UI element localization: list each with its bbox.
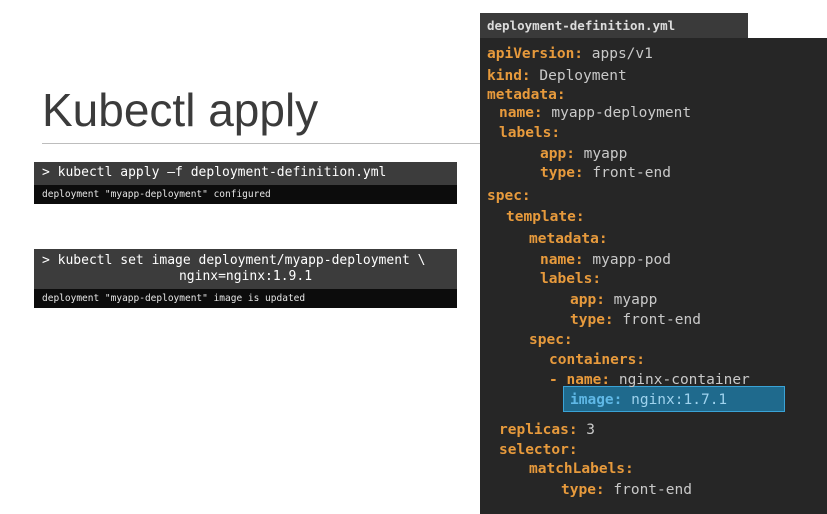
yaml-key: kind: bbox=[487, 68, 531, 84]
yaml-key: matchLabels: bbox=[529, 461, 634, 477]
yaml-line-name: name: myapp-deployment bbox=[499, 104, 691, 122]
yaml-value: nginx-container bbox=[610, 372, 750, 388]
terminal-apply: > kubectl apply –f deployment-definition… bbox=[34, 162, 457, 204]
yaml-key: metadata: bbox=[487, 87, 566, 103]
yaml-key: type: bbox=[540, 165, 584, 181]
yaml-key: app: bbox=[540, 146, 575, 162]
yaml-value: myapp bbox=[604, 292, 658, 308]
yaml-line-containers: containers: bbox=[549, 351, 645, 369]
code-panel bbox=[480, 38, 827, 514]
yaml-value: myapp-pod bbox=[583, 252, 671, 268]
yaml-line-container-name: - name: nginx-container bbox=[549, 371, 750, 389]
yaml-value: front-end bbox=[613, 312, 701, 328]
yaml-key: spec: bbox=[529, 332, 573, 348]
yaml-line-matchlabels: matchLabels: bbox=[529, 460, 634, 478]
yaml-line-apiversion: apiVersion: apps/v1 bbox=[487, 45, 653, 63]
terminal-output: deployment "myapp-deployment" image is u… bbox=[34, 289, 457, 308]
yaml-line-type: type: front-end bbox=[540, 164, 671, 182]
yaml-key: labels: bbox=[499, 125, 561, 141]
yaml-key: name: bbox=[540, 252, 584, 268]
yaml-line-name: name: myapp-pod bbox=[540, 251, 671, 269]
yaml-key: containers: bbox=[549, 352, 646, 368]
yaml-value: 3 bbox=[577, 422, 596, 438]
yaml-key: name: bbox=[499, 105, 543, 121]
yaml-value: Deployment bbox=[530, 68, 627, 84]
yaml-line-labels: labels: bbox=[540, 270, 601, 288]
yaml-line-type: type: front-end bbox=[561, 481, 692, 499]
yaml-line-metadata: metadata: bbox=[529, 230, 608, 248]
yaml-key: replicas: bbox=[499, 422, 578, 438]
yaml-line-kind: kind: Deployment bbox=[487, 67, 627, 85]
command-line-continued: nginx=nginx:1.9.1 bbox=[178, 269, 313, 284]
terminal-command: > kubectl apply –f deployment-definition… bbox=[34, 162, 457, 185]
yaml-value: myapp-deployment bbox=[542, 105, 692, 121]
yaml-line-app: app: myapp bbox=[540, 145, 627, 163]
yaml-key: apiVersion: bbox=[487, 46, 584, 62]
yaml-key: type: bbox=[561, 482, 605, 498]
yaml-line-labels: labels: bbox=[499, 124, 560, 142]
yaml-key: app: bbox=[570, 292, 605, 308]
yaml-key: - name: bbox=[549, 372, 611, 388]
terminal-set-image: > kubectl set image deployment/myapp-dep… bbox=[34, 249, 457, 308]
yaml-value: apps/v1 bbox=[583, 46, 653, 62]
yaml-key: type: bbox=[570, 312, 614, 328]
command-line: > kubectl apply –f deployment-definition… bbox=[42, 165, 387, 180]
yaml-line-type: type: front-end bbox=[570, 311, 701, 329]
yaml-key: spec: bbox=[487, 188, 531, 204]
yaml-key: image: bbox=[570, 392, 623, 408]
terminal-command: > kubectl set image deployment/myapp-dep… bbox=[34, 249, 457, 289]
yaml-line-replicas: replicas: 3 bbox=[499, 421, 595, 439]
yaml-value: front-end bbox=[604, 482, 692, 498]
file-name-tab: deployment-definition.yml bbox=[480, 13, 748, 38]
yaml-line-template: template: bbox=[506, 208, 585, 226]
yaml-line-selector: selector: bbox=[499, 441, 578, 459]
yaml-line-spec: spec: bbox=[529, 331, 573, 349]
yaml-key: labels: bbox=[540, 271, 602, 287]
title-divider bbox=[42, 143, 482, 144]
yaml-value: myapp bbox=[574, 146, 628, 162]
slide-title: Kubectl apply bbox=[42, 84, 319, 136]
command-line: > kubectl set image deployment/myapp-dep… bbox=[42, 253, 426, 268]
image-line-highlight bbox=[563, 386, 785, 412]
yaml-key: template: bbox=[506, 209, 585, 225]
yaml-line-metadata: metadata: bbox=[487, 86, 566, 104]
yaml-key: selector: bbox=[499, 442, 578, 458]
yaml-value: front-end bbox=[583, 165, 671, 181]
yaml-value: nginx:1.7.1 bbox=[622, 392, 728, 408]
terminal-output: deployment "myapp-deployment" configured bbox=[34, 185, 457, 204]
yaml-line-app: app: myapp bbox=[570, 291, 657, 309]
yaml-line-spec: spec: bbox=[487, 187, 531, 205]
yaml-key: metadata: bbox=[529, 231, 608, 247]
yaml-line-image: image: nginx:1.7.1 bbox=[570, 391, 727, 409]
